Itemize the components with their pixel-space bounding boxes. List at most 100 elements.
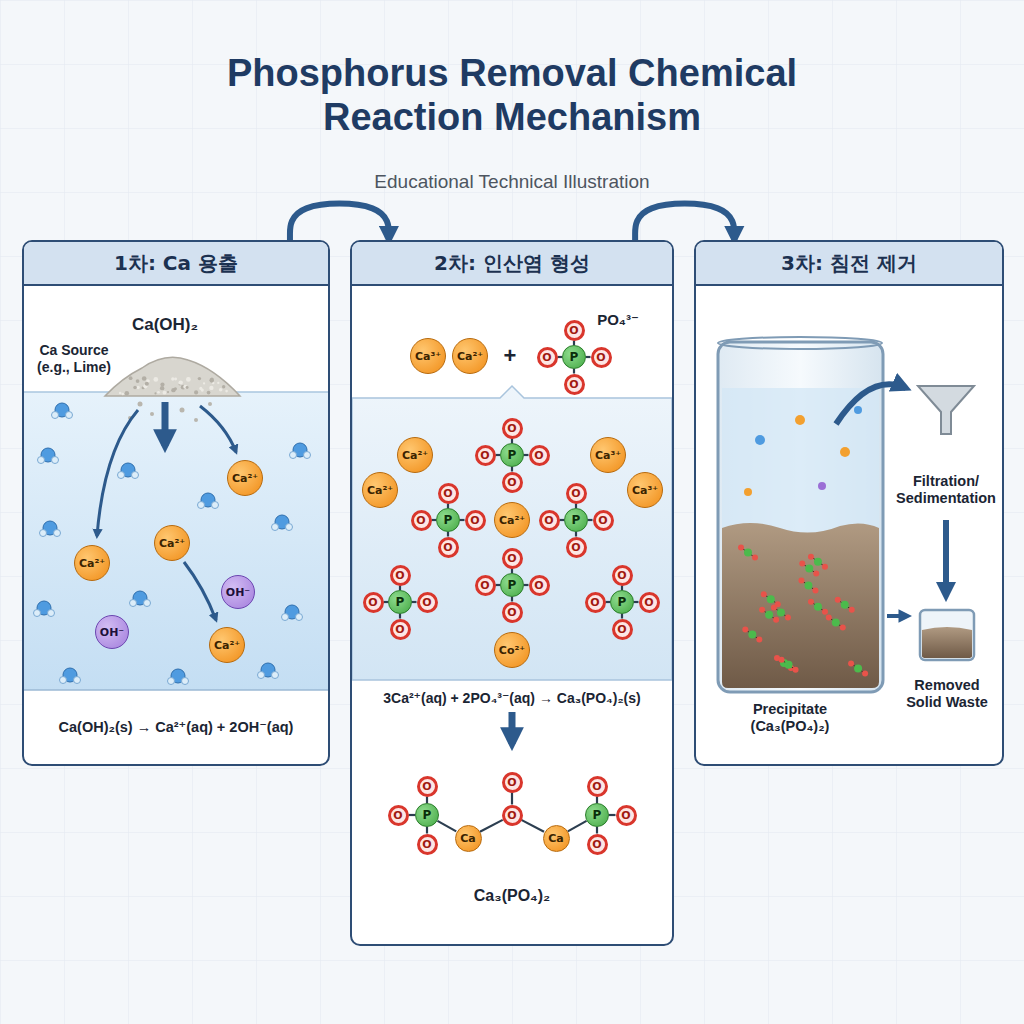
atom-symbol: Ca³⁺ bbox=[415, 351, 441, 362]
lime-speckle bbox=[142, 376, 147, 381]
precipitate-particle bbox=[765, 611, 773, 619]
lime-speckle bbox=[203, 382, 205, 384]
oxygen-atom: O bbox=[475, 445, 496, 466]
chemical-bond bbox=[634, 601, 639, 603]
lime-speckle bbox=[222, 385, 225, 388]
atom-symbol: O bbox=[422, 781, 431, 792]
lime-speckle bbox=[210, 377, 213, 380]
lime-speckle bbox=[122, 393, 124, 395]
hydroxide-ion: OH⁻ bbox=[95, 615, 129, 649]
water-molecule bbox=[130, 591, 151, 607]
chemical-bond bbox=[480, 820, 503, 832]
chemical-bond bbox=[621, 614, 623, 619]
water-molecule bbox=[290, 452, 297, 459]
lime-speckle bbox=[217, 382, 219, 384]
precipitate-particle bbox=[799, 560, 805, 566]
precipitate-particle bbox=[835, 597, 841, 603]
diagram-subtitle: Educational Technical Illustration bbox=[212, 171, 812, 194]
phosphorus-atom: P bbox=[585, 803, 609, 827]
water-molecule bbox=[130, 600, 137, 607]
atom-symbol: O bbox=[534, 450, 543, 461]
reaction-region bbox=[352, 386, 672, 680]
reaction-region bbox=[352, 386, 672, 680]
calcium-ion: Ca²⁺ bbox=[227, 460, 263, 496]
atom-symbol: Ca²⁺ bbox=[367, 485, 393, 496]
water-molecule bbox=[60, 668, 81, 684]
atom-symbol: Ca²⁺ bbox=[159, 538, 185, 549]
beaker bbox=[718, 337, 883, 692]
precipitate-particle bbox=[854, 665, 862, 673]
diagram-title: Phosphorus Removal Chemical Reaction Mec… bbox=[192, 52, 832, 139]
suspended-ion bbox=[755, 435, 765, 445]
water-molecule bbox=[258, 663, 279, 679]
oxygen-atom: O bbox=[566, 537, 587, 558]
oxygen-atom: O bbox=[388, 805, 409, 826]
chemical-bond bbox=[573, 369, 575, 374]
atom-symbol: O bbox=[480, 450, 489, 461]
atom-symbol: OH⁻ bbox=[226, 587, 250, 598]
process-label: Filtration/ Sedimentation bbox=[890, 473, 1002, 508]
lime-speckle bbox=[129, 376, 133, 380]
water-molecule bbox=[52, 412, 59, 419]
oxygen-atom: O bbox=[502, 472, 523, 493]
lime-speckle bbox=[136, 379, 140, 383]
lime-speckle bbox=[133, 386, 137, 390]
chemical-bond bbox=[412, 601, 417, 603]
oxygen-atom: O bbox=[438, 483, 459, 504]
calcium-ion: Ca²⁺ bbox=[397, 437, 433, 473]
lime-speckle bbox=[163, 391, 167, 395]
atom-symbol: Ca bbox=[548, 833, 564, 844]
precipitate-particle bbox=[804, 581, 812, 589]
atom-symbol: P bbox=[618, 596, 627, 608]
panel-fill bbox=[22, 240, 330, 766]
water-molecule bbox=[66, 412, 73, 419]
phosphorus-atom: P bbox=[500, 443, 524, 467]
oxygen-atom: O bbox=[564, 320, 585, 341]
atom-symbol: O bbox=[507, 423, 516, 434]
calcium-ion: Ca²⁺ bbox=[452, 338, 488, 374]
oxygen-atom: O bbox=[363, 592, 384, 613]
waste-beaker bbox=[920, 610, 974, 660]
precipitate-particle bbox=[738, 545, 744, 551]
precipitate-particle bbox=[761, 591, 767, 597]
phosphorus-atom: P bbox=[415, 803, 439, 827]
water-molecule bbox=[272, 524, 279, 531]
atom-symbol: P bbox=[593, 809, 602, 821]
waste-beaker bbox=[920, 610, 974, 660]
oxygen-atom: O bbox=[502, 805, 523, 826]
precipitate-particle bbox=[779, 657, 785, 663]
atom-symbol: O bbox=[621, 810, 630, 821]
waste-beaker bbox=[922, 627, 972, 658]
precipitate-particle bbox=[849, 607, 855, 613]
dissolution-arrow bbox=[200, 406, 236, 452]
atom-symbol: P bbox=[423, 809, 432, 821]
atom-symbol: OH⁻ bbox=[100, 627, 124, 638]
precipitate-particle bbox=[759, 607, 765, 613]
lime-speckle bbox=[201, 389, 204, 392]
chemical-bond bbox=[447, 532, 449, 537]
lime-speckle bbox=[186, 386, 189, 389]
precipitate-particle bbox=[822, 609, 828, 615]
reaction-equation: 3Ca²⁺(aq) + 2PO₄³⁻(aq) → Ca₃(PO₄)₂(s) bbox=[353, 690, 671, 707]
oxygen-atom: O bbox=[417, 834, 438, 855]
lime-speckle bbox=[171, 377, 174, 380]
suspended-ion bbox=[818, 482, 826, 490]
calcium-ion: Ca³⁺ bbox=[627, 472, 663, 508]
chemical-bond bbox=[524, 584, 529, 586]
oxygen-atom: O bbox=[529, 445, 550, 466]
water-molecule bbox=[54, 530, 61, 537]
chemical-bond bbox=[460, 519, 465, 521]
falling-particle bbox=[194, 418, 198, 422]
water-molecule bbox=[282, 605, 303, 621]
calcium-ion: Ca²⁺ bbox=[154, 525, 190, 561]
water-molecule bbox=[48, 610, 55, 617]
lime-pile bbox=[105, 357, 240, 422]
step-arrow bbox=[635, 204, 734, 240]
atom-symbol: O bbox=[507, 777, 516, 788]
precipitate-particle bbox=[841, 601, 849, 609]
lime-speckle bbox=[174, 387, 177, 390]
water-region bbox=[24, 392, 328, 690]
dissolution-arrow bbox=[97, 410, 138, 536]
atom-symbol: O bbox=[544, 515, 553, 526]
